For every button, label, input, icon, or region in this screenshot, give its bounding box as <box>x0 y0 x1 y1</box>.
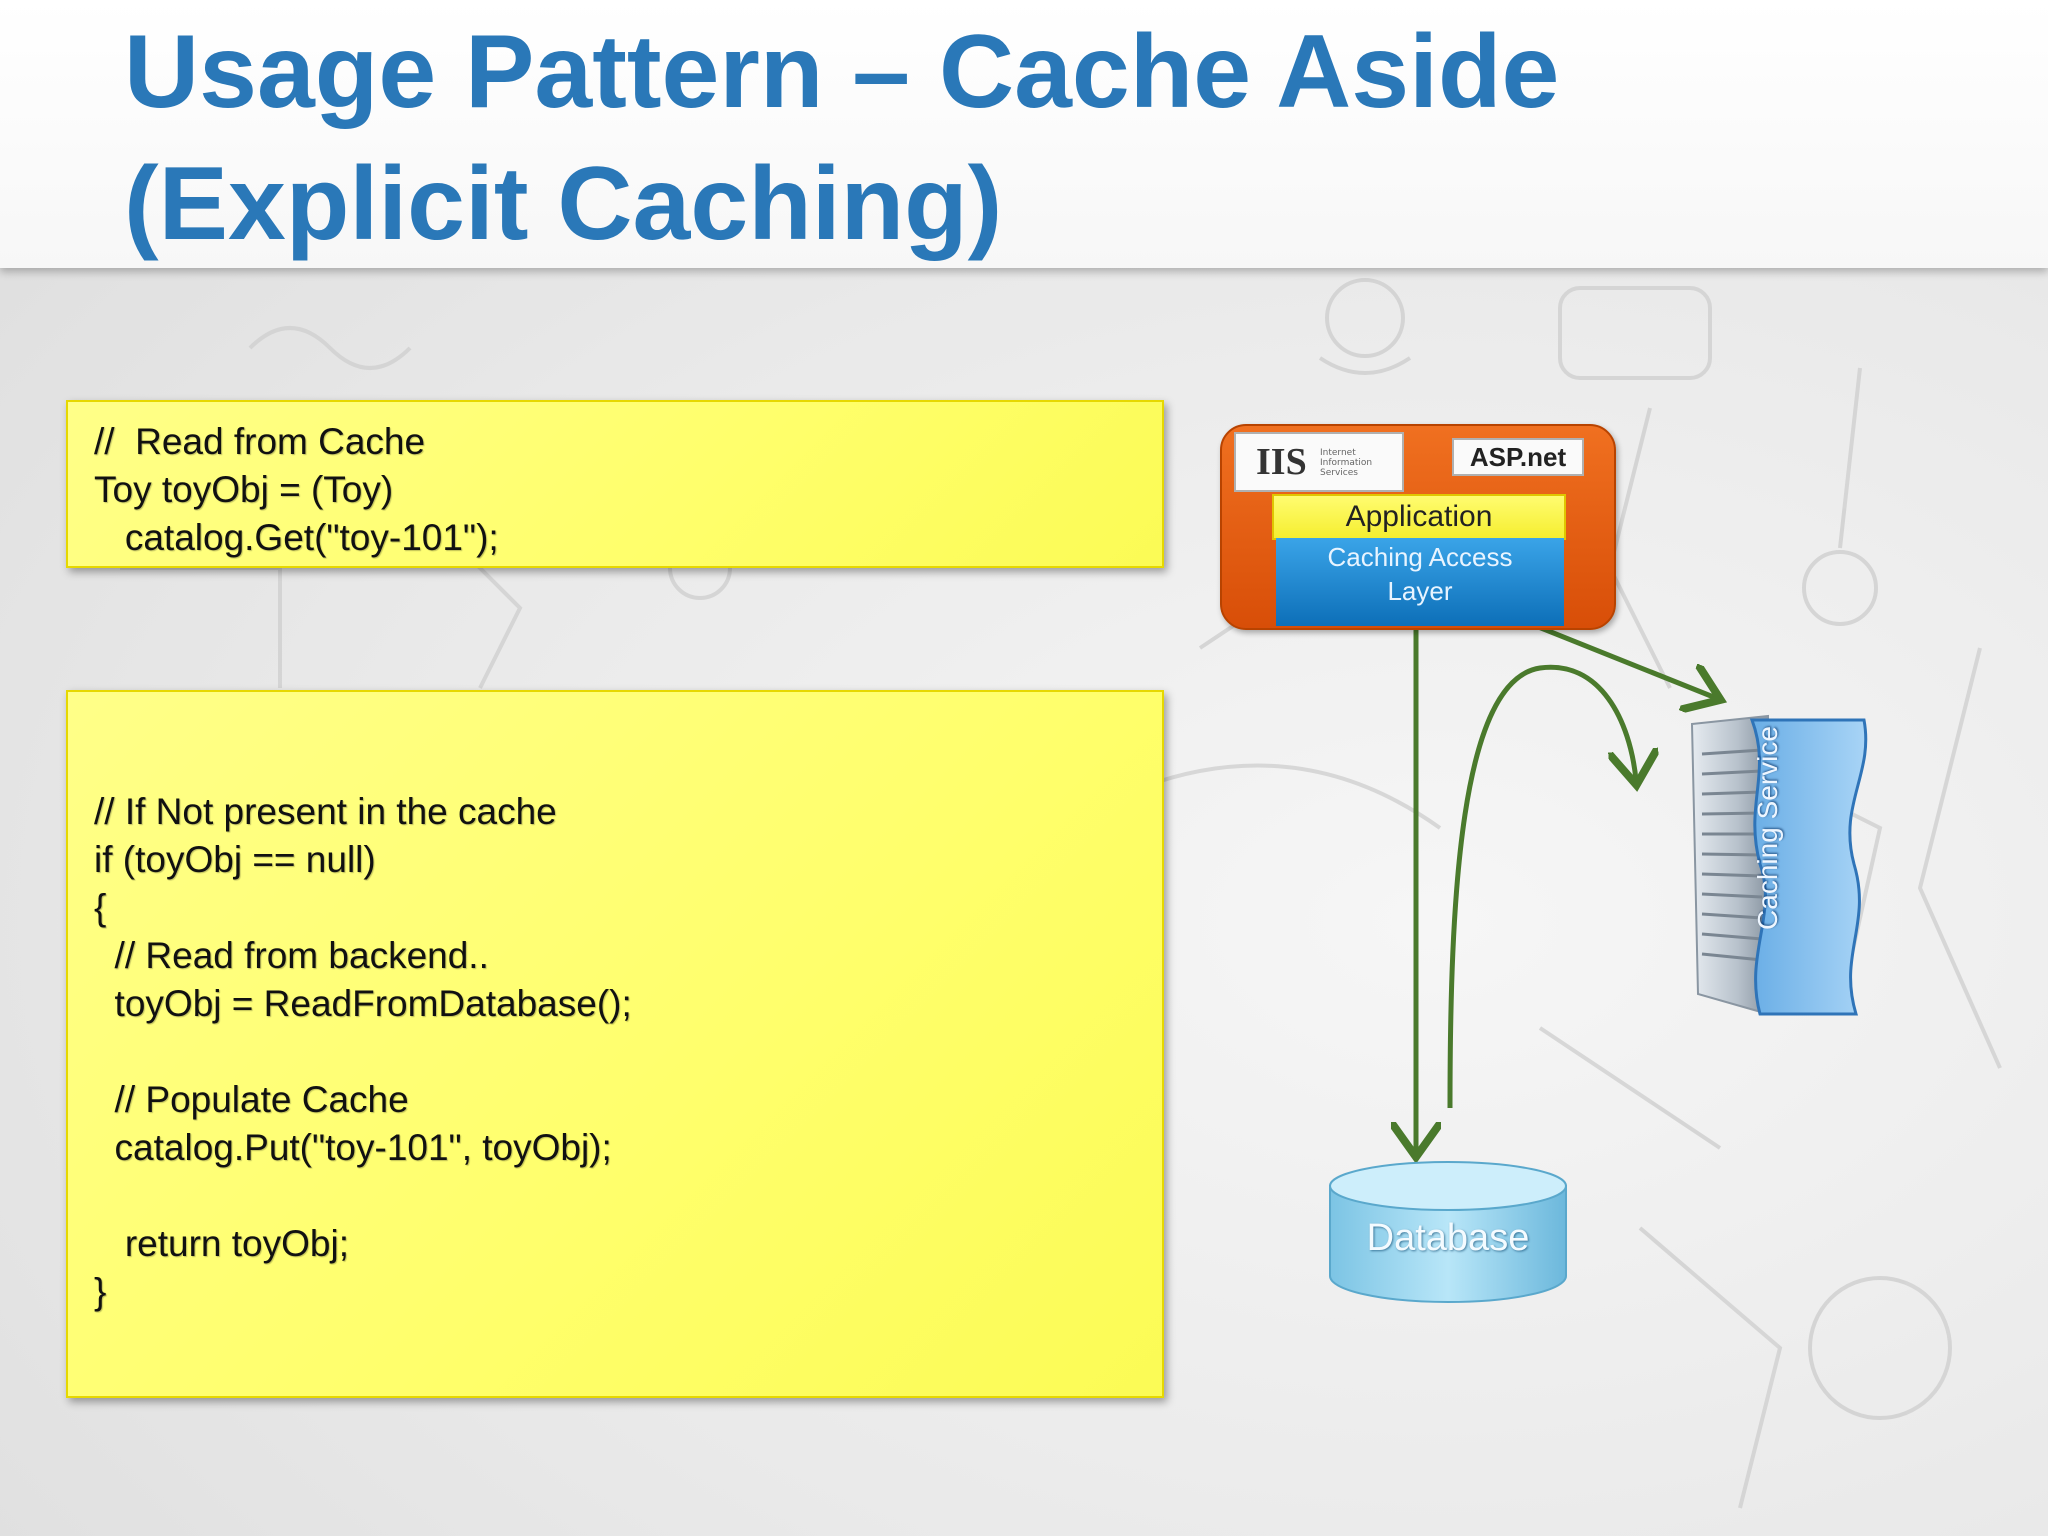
code-line: // Populate Cache <box>94 1079 409 1120</box>
code-line: // Read from backend.. <box>94 935 489 976</box>
database-cylinder: Database <box>1326 1158 1570 1308</box>
read-from-cache-code-box: // Read from Cache Toy toyObj = (Toy) ca… <box>66 400 1164 568</box>
application-server-box: IIS Internet Information Services ASP.ne… <box>1220 424 1616 630</box>
code-line: toyObj = ReadFromDatabase(); <box>94 983 632 1024</box>
server-tower-icon <box>1690 714 1868 1016</box>
application-label: Application <box>1272 494 1566 540</box>
arrow-app-to-caching-service <box>1535 623 1716 698</box>
code-line: catalog.Put("toy-101", toyObj); <box>94 1127 612 1168</box>
caching-access-layer: Caching Access Layer <box>1276 538 1564 626</box>
aspnet-logo: ASP.net <box>1452 438 1584 476</box>
slide-title-line-1: Usage Pattern – Cache Aside <box>124 14 1560 130</box>
slide-title-line-2: (Explicit Caching) <box>124 146 1003 262</box>
slide-title: Usage Pattern – Cache Aside (Explicit Ca… <box>124 6 1904 270</box>
code-line: } <box>94 1271 107 1312</box>
iis-logo: IIS Internet Information Services <box>1234 432 1404 492</box>
iis-logo-subtext: Internet Information Services <box>1320 448 1373 478</box>
iis-logo-text: IIS <box>1256 441 1307 483</box>
code-line: // Read from Cache <box>94 421 426 462</box>
title-bar: Usage Pattern – Cache Aside (Explicit Ca… <box>0 0 2048 268</box>
code-line: if (toyObj == null) <box>94 839 376 880</box>
caching-layer-line-2: Layer <box>1387 576 1453 606</box>
caching-service-server: Caching Service <box>1688 714 1878 1020</box>
code-line <box>94 1028 1136 1076</box>
database-label: Database <box>1366 1217 1530 1259</box>
code-line: // If Not present in the cache <box>94 791 557 832</box>
code-line: catalog.Get("toy-101"); <box>94 517 499 558</box>
database-icon <box>1329 1161 1567 1303</box>
caching-service-label: Caching Service <box>1752 726 1783 930</box>
code-line: { <box>94 887 107 928</box>
arrow-database-to-cache <box>1447 664 1636 1109</box>
cache-miss-code-box: // If Not present in the cache if (toyOb… <box>66 690 1164 1398</box>
background-doodle <box>120 278 2002 1509</box>
caching-layer-line-1: Caching Access <box>1327 542 1513 572</box>
code-line: return toyObj; <box>94 1223 349 1264</box>
code-line: Toy toyObj = (Toy) <box>94 469 394 510</box>
code-line <box>94 1172 1136 1220</box>
